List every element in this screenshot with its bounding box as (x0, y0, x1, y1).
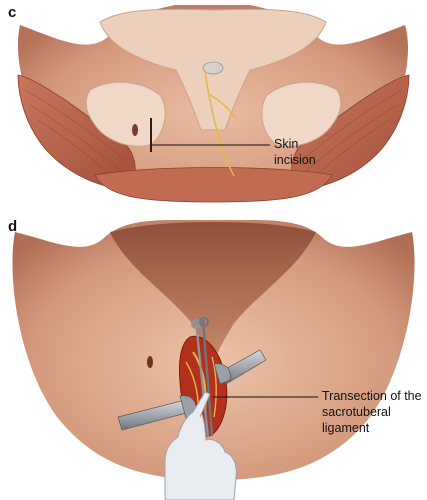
callout-c-line2: incision (274, 153, 316, 167)
gloved-hand (164, 409, 237, 500)
retractor-right (213, 349, 267, 385)
clamp (191, 317, 214, 438)
anus (147, 356, 153, 368)
callout-d-line1: Transection of the (322, 389, 422, 403)
panel-label-c: c (8, 4, 17, 21)
callout-transection: Transection of the sacrotuberal ligament (322, 388, 422, 436)
nerve-branch (204, 69, 237, 177)
callout-skin-incision: Skin incision (274, 136, 316, 168)
panel-label-d: d (8, 218, 18, 235)
callout-d-line3: ligament (322, 421, 370, 435)
ischium-right (261, 81, 342, 147)
anatomy-illustration-c (17, 5, 410, 203)
perineal-muscle (94, 167, 333, 203)
anatomy-illustration-d (12, 220, 415, 500)
callout-c-line1: Skin (274, 137, 299, 151)
callout-d-line2: sacrotuberal (322, 405, 391, 419)
sacral-region (110, 222, 316, 362)
anus (132, 124, 138, 136)
